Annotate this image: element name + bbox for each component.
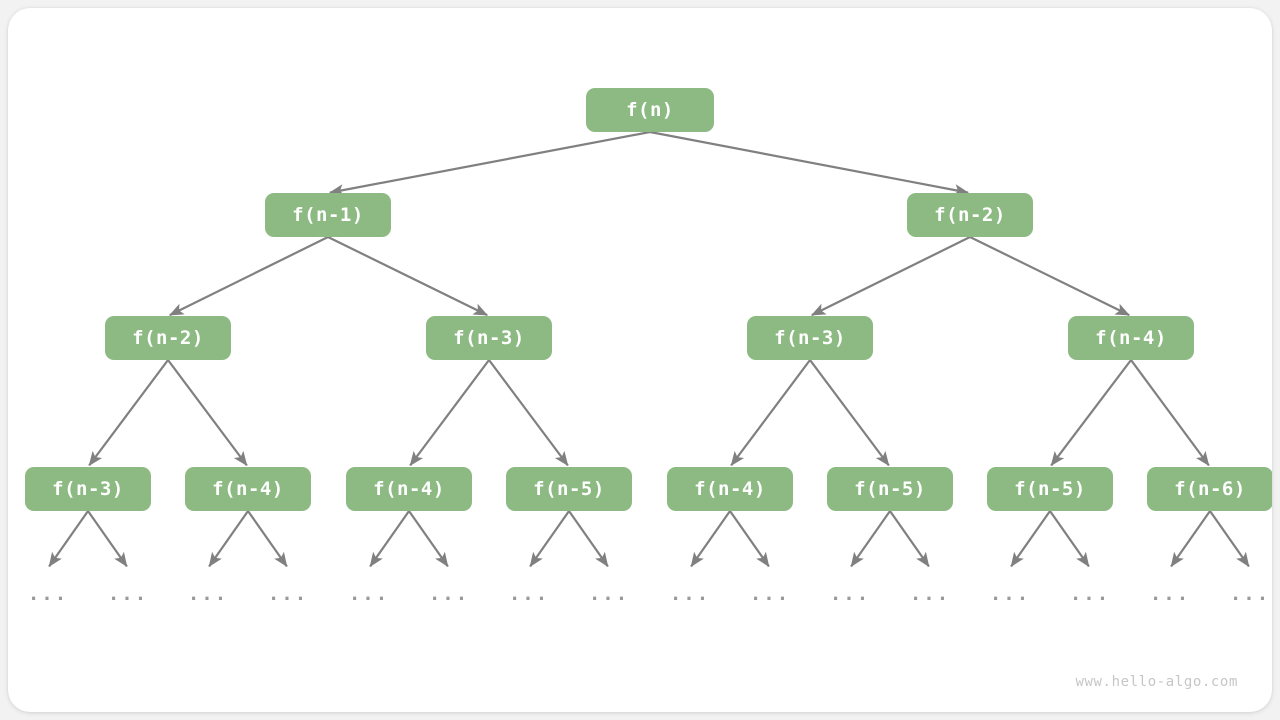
leaf-edge <box>208 510 249 568</box>
leaf-edge <box>568 510 609 568</box>
tree-node-label: f(n) <box>626 99 674 121</box>
tree-edge <box>730 359 811 467</box>
ellipsis-marker: ... <box>508 583 550 605</box>
tree-edge <box>167 359 248 467</box>
leaf-edge <box>529 510 570 568</box>
tree-node-label: f(n-1) <box>292 204 364 226</box>
watermark: www.hello-algo.com <box>1075 674 1238 690</box>
tree-edge <box>809 359 890 467</box>
ellipsis-marker: ... <box>267 583 309 605</box>
leaf-edge <box>690 510 731 568</box>
ellipsis-marker: ... <box>107 583 149 605</box>
tree-edge <box>488 359 569 467</box>
tree-edge <box>88 359 169 467</box>
edges-group <box>88 130 1210 467</box>
tree-node-label: f(n-4) <box>212 478 284 500</box>
leaf-edge <box>1010 510 1051 568</box>
ellipsis-marker: ... <box>669 583 711 605</box>
tree-node-label: f(n-3) <box>774 327 846 349</box>
tree-node[interactable]: f(n-4) <box>185 467 311 511</box>
tree-edge <box>811 236 971 317</box>
leaf-edge <box>1209 510 1250 568</box>
tree-node[interactable]: f(n-2) <box>907 193 1033 237</box>
ellipsis-marker: ... <box>348 583 390 605</box>
tree-node[interactable]: f(n) <box>586 88 714 132</box>
tree-node[interactable]: f(n-3) <box>426 316 552 360</box>
tree-node[interactable]: f(n-4) <box>667 467 793 511</box>
ellipsis-marker: ... <box>829 583 871 605</box>
tree-edge <box>1050 359 1132 467</box>
tree-edge <box>169 236 329 317</box>
tree-node-label: f(n-5) <box>854 478 926 500</box>
leaf-edge <box>87 510 128 568</box>
tree-node-label: f(n-2) <box>132 327 204 349</box>
leaf-edge <box>889 510 930 568</box>
tree-edge <box>409 359 490 467</box>
diagram-card: f(n) f(n-1) f(n-2) f(n-2) f(n-3) f(n-3) f(n-4)… <box>8 8 1272 712</box>
tree-node[interactable]: f(n-5) <box>506 467 632 511</box>
ellipsis-marker: ... <box>588 583 630 605</box>
ellipsis-marker: ... <box>909 583 951 605</box>
tree-node-label: f(n-5) <box>1014 478 1086 500</box>
leaf-edge <box>48 510 89 568</box>
tree-edge <box>649 130 969 196</box>
tree-edge <box>1130 359 1210 467</box>
tree-node-label: f(n-3) <box>52 478 124 500</box>
tree-node-label: f(n-6) <box>1174 478 1246 500</box>
leaf-edge <box>1049 510 1090 568</box>
tree-node-label: f(n-3) <box>453 327 525 349</box>
leaf-arrows-group <box>48 510 1250 568</box>
ellipsis-marker: ... <box>1229 583 1271 605</box>
tree-node-label: f(n-4) <box>1095 327 1167 349</box>
tree-node[interactable]: f(n-4) <box>1068 316 1194 360</box>
tree-node-label: f(n-4) <box>694 478 766 500</box>
leaf-edge <box>369 510 410 568</box>
tree-node[interactable]: f(n-3) <box>25 467 151 511</box>
leaf-edge <box>408 510 449 568</box>
ellipsis-marker: ... <box>749 583 791 605</box>
leaf-edge <box>1170 510 1211 568</box>
tree-node-label: f(n-4) <box>373 478 445 500</box>
ellipsis-marker: ... <box>187 583 229 605</box>
ellipsis-marker: ... <box>27 583 69 605</box>
tree-node[interactable]: f(n-3) <box>747 316 873 360</box>
tree-node-label: f(n-5) <box>533 478 605 500</box>
ellipsis-marker: ... <box>1149 583 1191 605</box>
ellipsis-marker: ... <box>1069 583 1111 605</box>
tree-node[interactable]: f(n-5) <box>987 467 1113 511</box>
tree-edge <box>969 236 1130 317</box>
tree-node[interactable]: f(n-6) <box>1147 467 1272 511</box>
tree-node-label: f(n-2) <box>934 204 1006 226</box>
leaf-edge <box>247 510 288 568</box>
ellipsis-marker: ... <box>428 583 470 605</box>
tree-node[interactable]: f(n-4) <box>346 467 472 511</box>
tree-edge <box>327 236 488 317</box>
ellipsis-marker: ... <box>989 583 1031 605</box>
tree-edge <box>329 130 651 196</box>
tree-node[interactable]: f(n-2) <box>105 316 231 360</box>
leaf-edge <box>729 510 770 568</box>
tree-node[interactable]: f(n-5) <box>827 467 953 511</box>
leaf-edge <box>850 510 891 568</box>
tree-node[interactable]: f(n-1) <box>265 193 391 237</box>
